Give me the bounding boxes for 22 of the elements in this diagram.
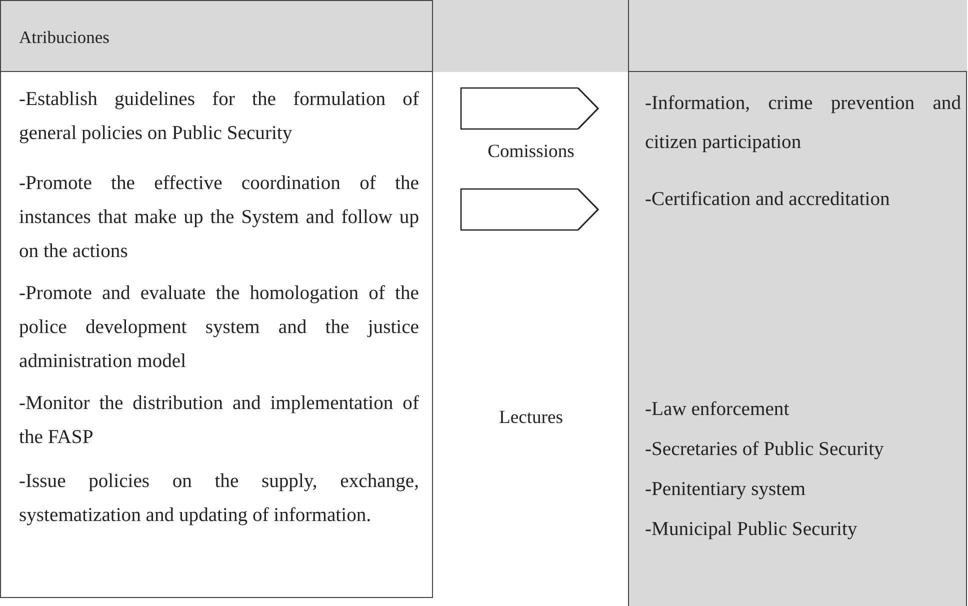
list-item: -Promote and evaluate the homologation of the police development system and the justice administration model: [19, 282, 419, 374]
list-item: -Municipal Public Security: [645, 518, 858, 542]
list-item: -Penitentiary system: [645, 478, 807, 502]
column-label: Lectures: [498, 407, 564, 429]
block-arrow: [460, 188, 599, 231]
column-label: Comissions: [486, 141, 576, 163]
list-item: -Promote the effective coordination of the instances that make up the System and follow up on the actions: [19, 172, 419, 264]
header-cell: [0, 0, 433, 72]
header-cell: [628, 0, 967, 72]
list-item: -Secretaries of Public Security: [645, 438, 885, 462]
list-item: -Certification and accreditation: [645, 188, 891, 212]
list-item: -Issue policies on the supply, exchange, systematization and updating of information.: [19, 470, 419, 528]
list-item: -Monitor the distribution and implementation of the FASP: [19, 392, 419, 450]
column-heading: Atribuciones: [19, 26, 110, 49]
header-cell: [433, 0, 629, 72]
list-item: -Establish guidelines for the formulation of general policies on Public Security: [19, 88, 419, 146]
list-panel: [628, 232, 967, 606]
list-item: -Information, crime prevention and citizen participation: [645, 92, 961, 155]
list-item: -Law enforcement: [645, 398, 790, 422]
block-arrow: [460, 87, 599, 130]
list-panel: [628, 71, 967, 233]
text-panel: [0, 71, 433, 598]
